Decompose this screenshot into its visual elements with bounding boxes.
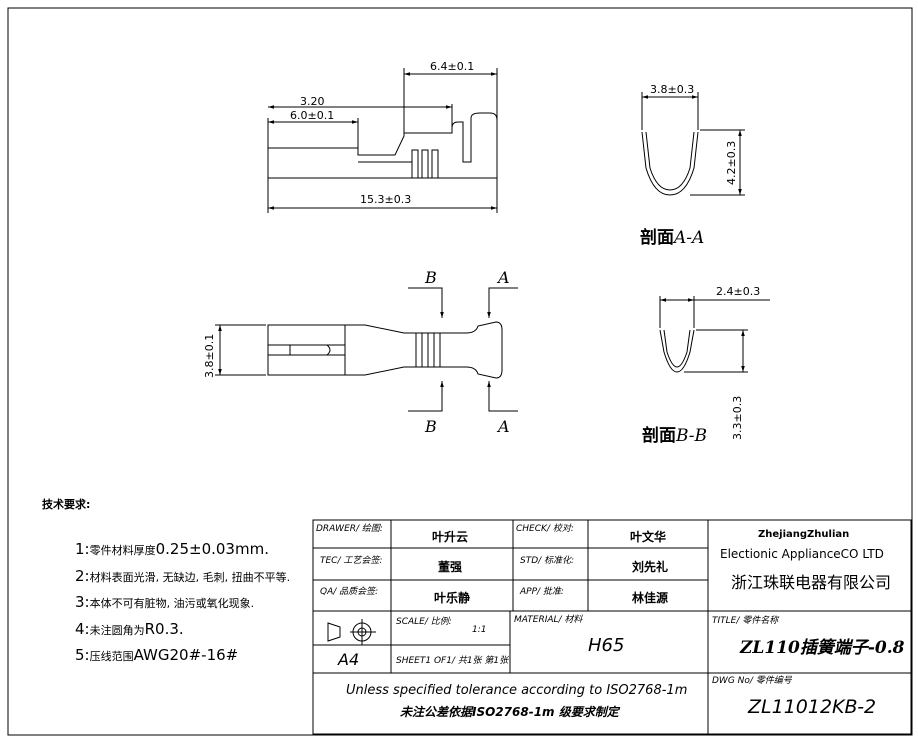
title-label: TITLE/ 零件名称 [712, 615, 780, 626]
section-aa [641, 92, 745, 196]
cut-mark-b-top: B [424, 268, 437, 287]
drawer-value: 叶升云 [432, 529, 468, 544]
company-name-en-1: ZhejiangZhulian [758, 529, 849, 540]
sheet-info: SHEET1 OF1/ 共1张 第1张 [396, 655, 510, 666]
check-value: 叶文华 [630, 529, 666, 544]
dim-b: 6.0±0.1 [290, 109, 334, 122]
requirements-title: 技术要求: [42, 497, 90, 511]
scale-value: 1:1 [472, 625, 486, 635]
cut-mark-a-top: A [496, 268, 510, 287]
drawer-label: DRAWER/ 绘图: [316, 523, 383, 534]
aa-height: 4.2±0.3 [725, 141, 738, 185]
cut-mark-a-bottom: A [496, 417, 510, 436]
company-name-en-2: Electionic ApplianceCO LTD [720, 547, 884, 561]
bb-width: 2.4±0.3 [716, 285, 760, 298]
app-value: 林佳源 [632, 590, 668, 605]
qa-label: QA/ 品质会签: [320, 586, 378, 597]
requirement-item: 5:压线范围AWG20#-16# [75, 646, 238, 664]
tec-value: 董强 [438, 559, 462, 574]
app-label: APP/ 批准: [519, 586, 564, 597]
front-view [215, 287, 518, 412]
outer-border [7, 7, 913, 736]
material-label: MATERIAL/ 材料 [514, 614, 583, 625]
requirement-item: 1:零件材料厚度0.25±0.03mm. [75, 540, 269, 558]
bb-section-label: 剖面B-B [642, 425, 707, 446]
tolerance-en: Unless specified tolerance according to … [346, 683, 687, 698]
title-block [312, 519, 912, 735]
requirement-item: 2:材料表面光滑, 无缺边, 毛刺, 扭曲不平等. [75, 567, 290, 585]
part-title: ZL110插簧端子-0.8 [739, 638, 905, 658]
std-label: STD/ 标准化: [520, 555, 574, 566]
check-label: CHECK/ 校对: [516, 523, 574, 534]
dwg-label: DWG No/ 零件编号 [712, 675, 793, 686]
dwg-number: ZL11012KB-2 [747, 696, 876, 718]
top-view [267, 68, 498, 213]
dim-a: 3.20 [300, 95, 325, 108]
std-value: 刘先礼 [632, 559, 668, 574]
dim-top-width: 6.4±0.1 [430, 60, 474, 73]
company-name-cn: 浙江珠联电器有限公司 [731, 573, 891, 592]
material-value: H65 [588, 635, 624, 656]
paper-size: A4 [337, 650, 359, 669]
tolerance-cn: 未注公差依据ISO2768-1m 级要求制定 [400, 705, 621, 719]
cut-mark-b-bottom: B [424, 417, 437, 436]
tec-label: TEC/ 工艺会签: [320, 555, 382, 566]
dim-total-length: 15.3±0.3 [360, 193, 411, 206]
requirements-list: 1:零件材料厚度0.25±0.03mm. 2:材料表面光滑, 无缺边, 毛刺, … [75, 540, 290, 664]
bb-height: 3.3±0.3 [731, 396, 744, 440]
qa-value: 叶乐静 [434, 590, 470, 605]
front-height: 3.8±0.1 [203, 334, 216, 378]
requirement-item: 4:未注圆角为R0.3. [75, 620, 184, 638]
section-bb [659, 296, 770, 373]
aa-section-label: 剖面A-A [640, 227, 704, 248]
aa-width: 3.8±0.3 [650, 83, 694, 96]
requirement-item: 3:本体不可有脏物, 油污或氧化现象. [75, 593, 254, 611]
scale-label: SCALE/ 比例: [396, 616, 452, 627]
